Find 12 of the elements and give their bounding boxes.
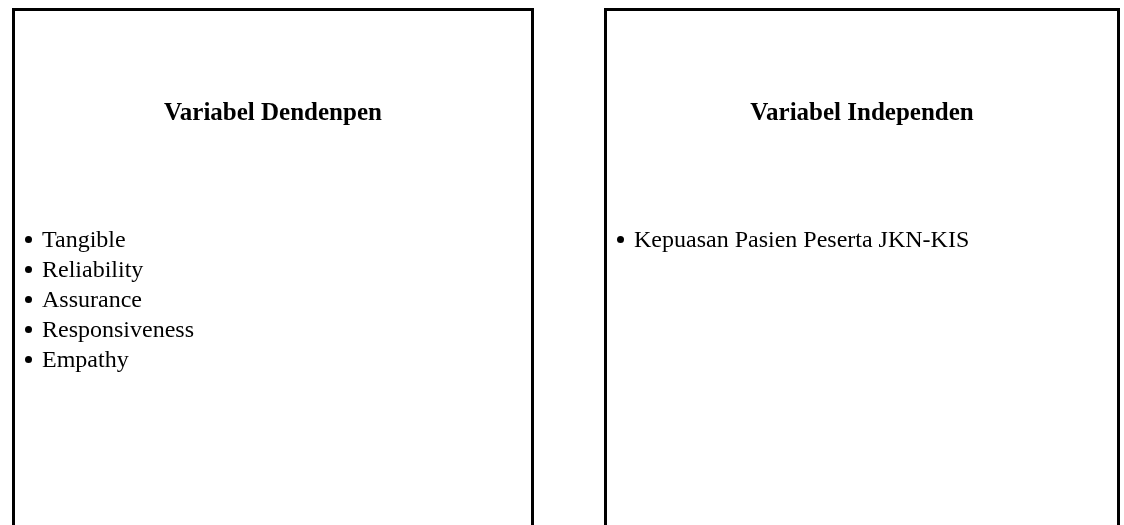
header-title: Variabel Independen: [750, 97, 974, 126]
header-box: [604, 8, 1120, 215]
list-box: [12, 212, 534, 525]
list-item-text: Assurance: [42, 285, 142, 314]
list-item-text: Empathy: [42, 345, 129, 374]
header-box: [12, 8, 534, 215]
list-item-text: Responsiveness: [42, 315, 194, 344]
list-item-text: Kepuasan Pasien Peserta JKN-KIS: [634, 225, 970, 254]
header-title: Variabel Dendenpen: [164, 97, 382, 126]
list-item-text: Tangible: [42, 225, 126, 254]
list-item-text: Reliability: [42, 255, 144, 284]
list-box: [604, 212, 1120, 525]
